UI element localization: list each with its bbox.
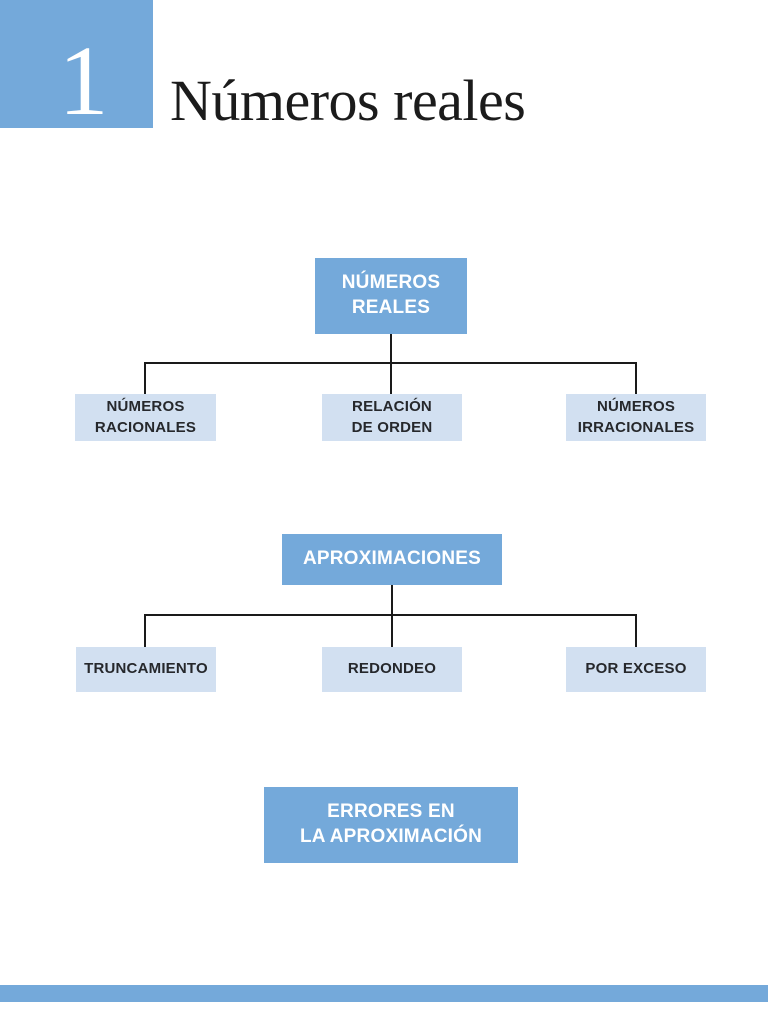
node-truncamiento: TRUNCAMIENTO [76, 647, 216, 692]
node-aproximaciones: APROXIMACIONES [282, 534, 502, 585]
node-label: REDONDEO [347, 660, 437, 678]
node-label: APROXIMACIONES [302, 548, 482, 570]
page-title: Números reales [170, 68, 526, 133]
connector-line [390, 334, 392, 394]
node-label: POR EXCESO [585, 660, 687, 678]
connector-line [635, 614, 637, 647]
bottom-accent-bar [0, 985, 768, 1002]
node-label: NÚMEROS RACIONALES [94, 398, 197, 436]
node-errores-en-la-aproximacion: ERRORES EN LA APROXIMACIÓN [264, 787, 518, 863]
node-label: RELACIÓN DE ORDEN [351, 398, 433, 436]
node-numeros-racionales: NÚMEROS RACIONALES [75, 394, 216, 441]
node-numeros-reales: NÚMEROS REALES [315, 258, 467, 334]
node-numeros-irracionales: NÚMEROS IRRACIONALES [566, 394, 706, 441]
connector-line [635, 362, 637, 394]
connector-line [144, 614, 636, 616]
connector-line [144, 362, 636, 364]
node-label: ERRORES EN LA APROXIMACIÓN [299, 801, 483, 847]
connector-line [144, 614, 146, 647]
node-label: NÚMEROS IRRACIONALES [577, 398, 695, 436]
connector-line [144, 362, 146, 394]
node-label: NÚMEROS REALES [341, 272, 441, 318]
node-por-exceso: POR EXCESO [566, 647, 706, 692]
chapter-number-badge: 1 [0, 0, 153, 136]
node-redondeo: REDONDEO [322, 647, 462, 692]
chapter-number: 1 [58, 25, 109, 136]
node-label: TRUNCAMIENTO [84, 660, 208, 678]
connector-line [391, 585, 393, 647]
node-relacion-de-orden: RELACIÓN DE ORDEN [322, 394, 462, 441]
